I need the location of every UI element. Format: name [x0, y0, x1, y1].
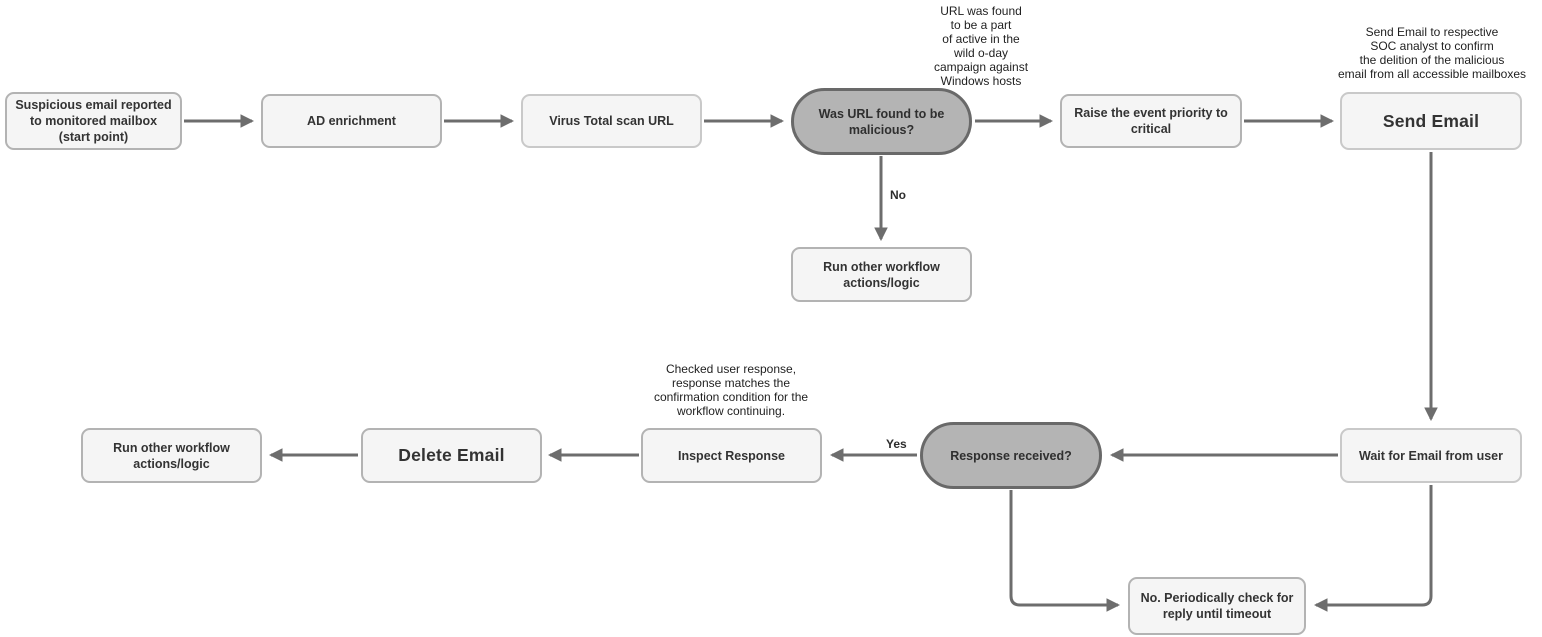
node-decision-url-malicious: Was URL found to be malicious? [791, 88, 972, 155]
edge-label-no: No [888, 188, 908, 202]
annotation-send-email: Send Email to respective SOC analyst to … [1337, 25, 1527, 81]
node-run-other-workflow-bottom: Run other workflow actions/logic [81, 428, 262, 483]
node-send-email: Send Email [1340, 92, 1522, 150]
annotation-url-campaign: URL was found to be a part of active in … [933, 4, 1029, 88]
node-virus-total-scan: Virus Total scan URL [521, 94, 702, 148]
edge-response-to-periodic [1009, 490, 1121, 612]
node-raise-priority: Raise the event priority to critical [1060, 94, 1242, 148]
annotation-inspect-response: Checked user response, response matches … [653, 362, 809, 418]
node-periodic-check: No. Periodically check for reply until t… [1128, 577, 1306, 635]
edge-label-yes: Yes [884, 437, 909, 451]
node-ad-enrichment: AD enrichment [261, 94, 442, 148]
node-start: Suspicious email reported to monitored m… [5, 92, 182, 150]
node-inspect-response: Inspect Response [641, 428, 822, 483]
node-run-other-workflow-top: Run other workflow actions/logic [791, 247, 972, 302]
edge-wait-to-periodic [1313, 485, 1433, 612]
node-wait-for-email: Wait for Email from user [1340, 428, 1522, 483]
node-delete-email: Delete Email [361, 428, 542, 483]
node-decision-response-received: Response received? [920, 422, 1102, 489]
